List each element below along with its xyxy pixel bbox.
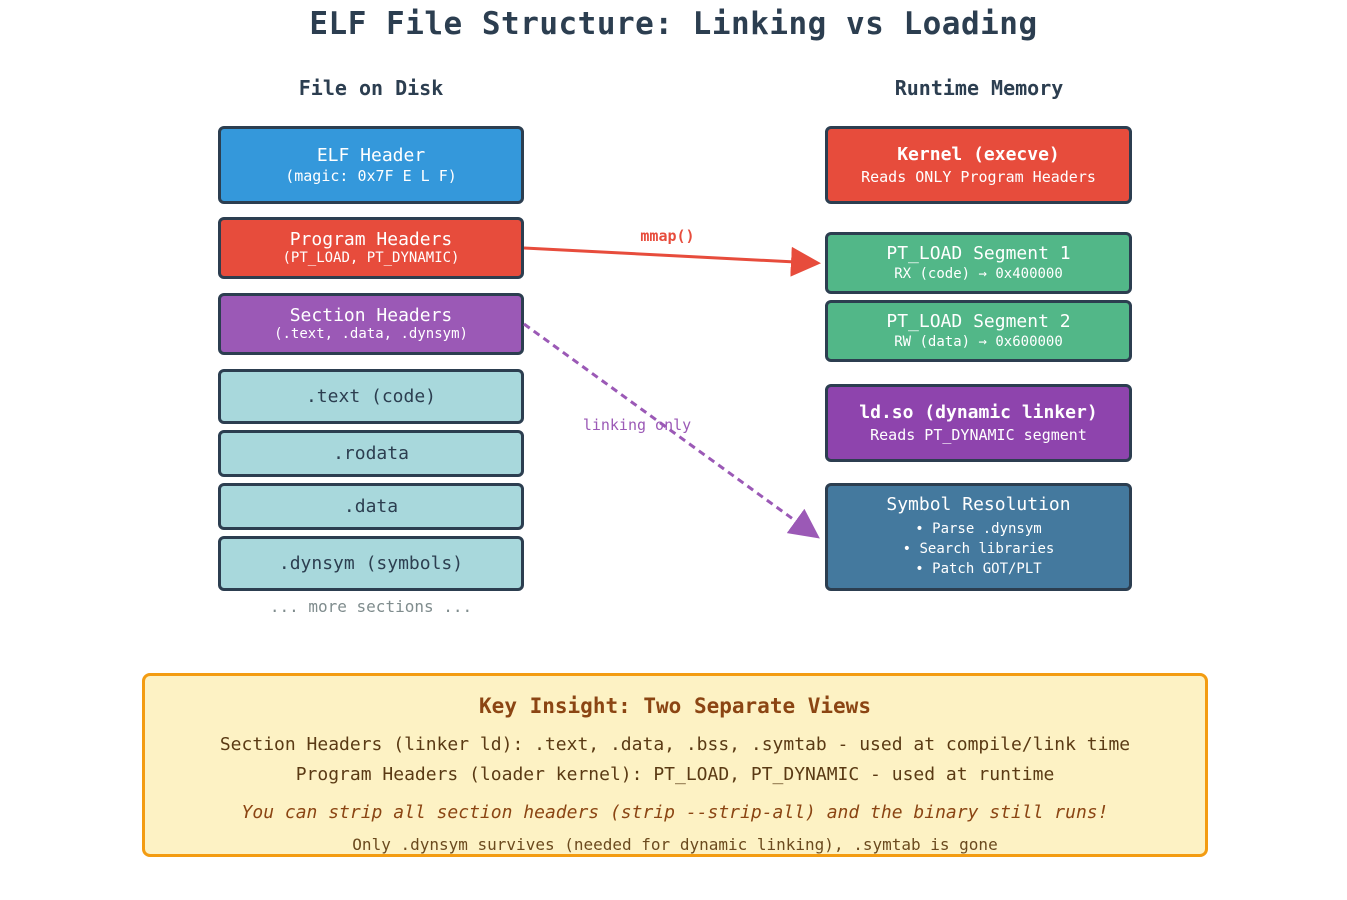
symres-item-patch: • Patch GOT/PLT xyxy=(915,561,1042,578)
insight-line-program-headers: Program Headers (loader kernel): PT_LOAD… xyxy=(295,764,1055,785)
ldso-title: ld.so (dynamic linker) xyxy=(859,401,1098,423)
kernel-title: Kernel (execve) xyxy=(897,143,1060,165)
symbol-resolution-box: Symbol Resolution • Parse .dynsym • Sear… xyxy=(825,483,1132,591)
section-rodata-box: .rodata xyxy=(218,430,524,477)
section-dynsym-label: .dynsym (symbols) xyxy=(278,552,464,574)
section-headers-sub: (.text, .data, .dynsym) xyxy=(274,326,468,343)
symres-item-parse: • Parse .dynsym xyxy=(915,520,1042,537)
program-headers-sub: (PT_LOAD, PT_DYNAMIC) xyxy=(282,250,460,267)
pt-load-segment-2-box: PT_LOAD Segment 2 RW (data) → 0x600000 xyxy=(825,300,1132,362)
kernel-sub: Reads ONLY Program Headers xyxy=(861,168,1096,187)
section-data-label: .data xyxy=(343,495,399,517)
kernel-box: Kernel (execve) Reads ONLY Program Heade… xyxy=(825,126,1132,204)
key-insight-box: Key Insight: Two Separate Views Section … xyxy=(142,673,1208,857)
section-text-label: .text (code) xyxy=(305,385,437,407)
segment-2-title: PT_LOAD Segment 2 xyxy=(886,310,1071,332)
more-sections-note: ... more sections ... xyxy=(269,597,473,616)
insight-line-dynsym: Only .dynsym survives (needed for dynami… xyxy=(352,835,998,854)
insight-title: Key Insight: Two Separate Views xyxy=(479,694,871,718)
segment-2-sub: RW (data) → 0x600000 xyxy=(894,334,1063,351)
segment-1-sub: RX (code) → 0x400000 xyxy=(894,266,1063,283)
section-text-box: .text (code) xyxy=(218,369,524,424)
elf-header-box: ELF Header (magic: 0x7F E L F) xyxy=(218,126,524,204)
right-column-header: Runtime Memory xyxy=(894,76,1064,100)
section-headers-title: Section Headers xyxy=(289,304,453,326)
linking-only-label: linking only xyxy=(582,416,692,434)
symres-item-search: • Search libraries xyxy=(902,541,1055,558)
program-headers-title: Program Headers xyxy=(289,228,453,250)
symbol-resolution-title: Symbol Resolution xyxy=(886,494,1071,516)
section-data-box: .data xyxy=(218,483,524,530)
diagram-title: ELF File Structure: Linking vs Loading xyxy=(309,6,1038,42)
mmap-label: mmap() xyxy=(640,227,695,245)
segment-1-title: PT_LOAD Segment 1 xyxy=(886,242,1071,264)
insight-line-section-headers: Section Headers (linker ld): .text, .dat… xyxy=(219,734,1131,755)
mmap-arrow xyxy=(523,246,821,277)
section-headers-box: Section Headers (.text, .data, .dynsym) xyxy=(218,293,524,355)
ldso-box: ld.so (dynamic linker) Reads PT_DYNAMIC … xyxy=(825,384,1132,462)
section-rodata-label: .rodata xyxy=(333,442,409,464)
elf-header-sub: (magic: 0x7F E L F) xyxy=(285,166,457,185)
insight-line-strip: You can strip all section headers (strip… xyxy=(241,802,1109,823)
left-column-header: File on Disk xyxy=(298,76,444,100)
ldso-sub: Reads PT_DYNAMIC segment xyxy=(870,426,1087,445)
elf-header-title: ELF Header xyxy=(316,145,426,167)
section-dynsym-box: .dynsym (symbols) xyxy=(218,536,524,591)
pt-load-segment-1-box: PT_LOAD Segment 1 RX (code) → 0x400000 xyxy=(825,232,1132,294)
program-headers-box: Program Headers (PT_LOAD, PT_DYNAMIC) xyxy=(218,217,524,279)
